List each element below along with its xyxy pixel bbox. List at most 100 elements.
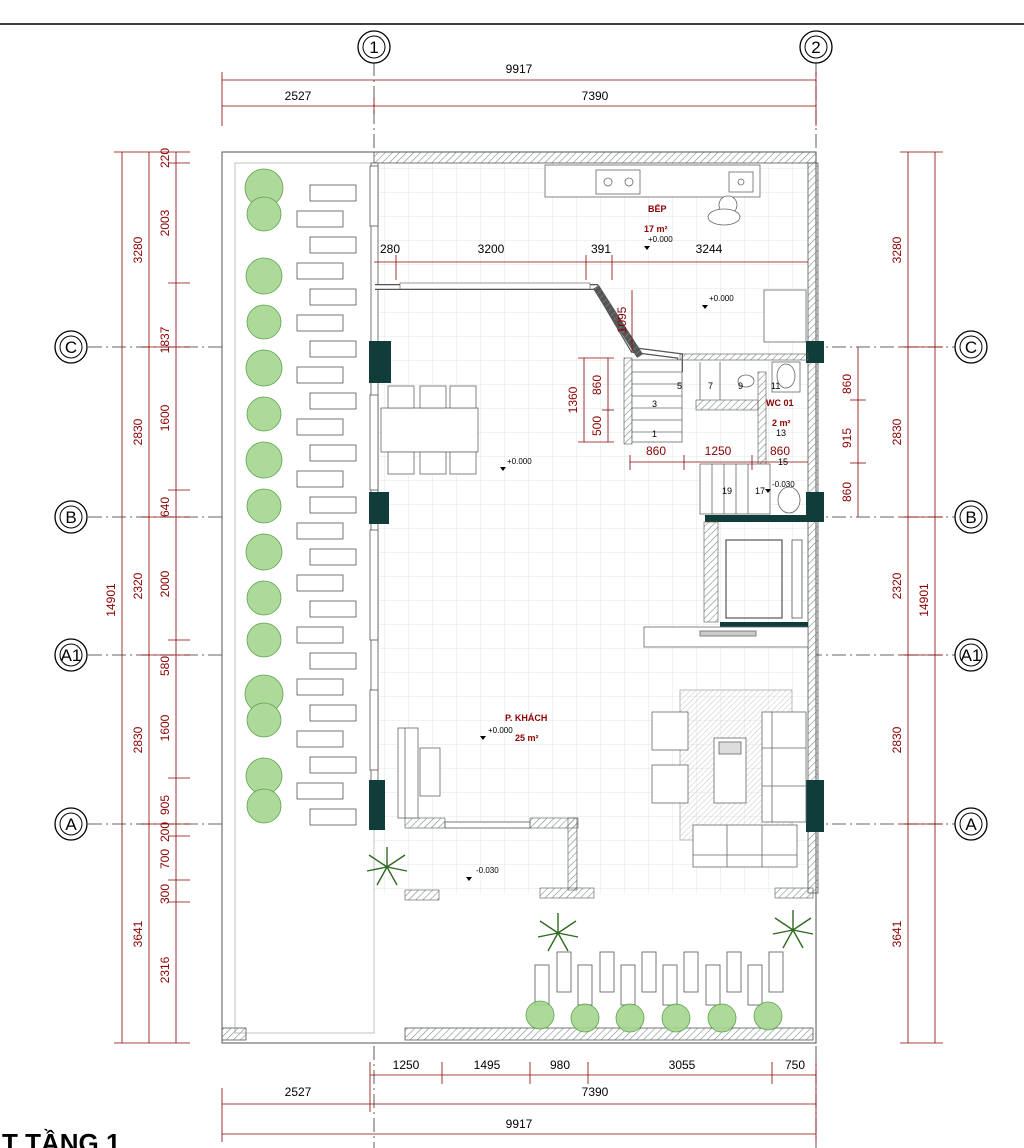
side-garden bbox=[244, 168, 357, 826]
axis-bubble-c-right: C bbox=[954, 330, 988, 364]
axis-label-b-right: B bbox=[965, 508, 976, 527]
axis-label-2: 2 bbox=[811, 38, 820, 57]
dim-left-outer-4: 2830 bbox=[131, 726, 145, 753]
level-porch: -0.030 bbox=[476, 866, 499, 875]
dim-top-left: 2527 bbox=[285, 89, 312, 103]
axis-label-1: 1 bbox=[369, 38, 378, 57]
dim-stair-v-3: 500 bbox=[590, 416, 604, 436]
dim-left-inner-9: 905 bbox=[158, 795, 172, 815]
dim-bottom-right: 7390 bbox=[582, 1085, 609, 1099]
dim-right-inner-2: 915 bbox=[840, 428, 854, 448]
level-wc: -0.030 bbox=[772, 480, 795, 489]
dim-left-inner-2: 2003 bbox=[158, 209, 172, 236]
dim-bottom-chain-3: 980 bbox=[550, 1058, 570, 1072]
stair-step-3: 3 bbox=[652, 399, 657, 409]
dim-stair-h-3: 860 bbox=[770, 444, 790, 458]
dim-left-inner-12: 300 bbox=[158, 884, 172, 904]
front-garden bbox=[366, 847, 814, 1033]
dim-kitchen-1: 280 bbox=[380, 242, 400, 256]
dim-bottom-chain-2: 1495 bbox=[474, 1058, 501, 1072]
dim-left-inner-5: 640 bbox=[158, 497, 172, 517]
dim-bottom-chain-4: 3055 bbox=[669, 1058, 696, 1072]
stair-step-9: 9 bbox=[738, 381, 743, 391]
axis-bubble-b-left: B bbox=[54, 500, 88, 534]
dim-stair-h-1: 860 bbox=[646, 444, 666, 458]
axis-bubble-c-left: C bbox=[54, 330, 88, 364]
axis-bubble-a-right: A bbox=[954, 807, 988, 841]
dim-left-inner-13: 2316 bbox=[158, 956, 172, 983]
dim-bottom-chain-1: 1250 bbox=[393, 1058, 420, 1072]
room-kitchen-name: BẾP bbox=[648, 204, 667, 214]
dim-stair-v-2: 860 bbox=[590, 375, 604, 395]
dim-stair-h-2: 1250 bbox=[705, 444, 732, 458]
dim-kitchen-4: 3244 bbox=[696, 242, 723, 256]
dim-left-inner-11: 700 bbox=[158, 849, 172, 869]
axis-bubble-a1-left: A1 bbox=[54, 638, 88, 672]
axis-label-a1-left: A1 bbox=[61, 646, 82, 665]
room-labels: BẾP 17 m² +0.000 +0.000 +0.000 WC 01 2 m… bbox=[476, 204, 795, 875]
dim-kitchen-3: 391 bbox=[591, 242, 611, 256]
dim-right-inner-1: 860 bbox=[840, 374, 854, 394]
axis-bubble-a1-right: A1 bbox=[954, 638, 988, 672]
dim-top-right: 7390 bbox=[582, 89, 609, 103]
dim-right-outer-3: 2320 bbox=[890, 572, 904, 599]
stair-step-5: 5 bbox=[677, 381, 682, 391]
dim-kitchen-2: 3200 bbox=[478, 242, 505, 256]
dim-right-outer-5: 3641 bbox=[890, 920, 904, 947]
furniture bbox=[380, 164, 809, 868]
axis-bubble-a-left: A bbox=[54, 807, 88, 841]
level-kitchen: +0.000 bbox=[648, 235, 673, 244]
cooktop bbox=[595, 169, 641, 195]
dim-right-outer-4: 2830 bbox=[890, 726, 904, 753]
dim-left-total: 14901 bbox=[104, 583, 118, 617]
stair-step-15: 15 bbox=[778, 457, 788, 467]
stair-step-11: 11 bbox=[771, 381, 780, 391]
stair-step-1: 1 bbox=[652, 429, 657, 439]
dim-right-total: 14901 bbox=[917, 583, 931, 617]
dim-left-outer-2: 2830 bbox=[131, 418, 145, 445]
level-hall: +0.000 bbox=[709, 294, 734, 303]
room-wc-name: WC 01 bbox=[766, 398, 794, 408]
stair-numbers: 1 3 5 7 9 11 13 15 17 19 bbox=[652, 381, 788, 496]
dim-kitchen-vertical: 1095 bbox=[615, 306, 629, 333]
dimension-lines bbox=[114, 72, 943, 1142]
level-dining: +0.000 bbox=[507, 457, 532, 466]
axis-bubble-b-right: B bbox=[954, 500, 988, 534]
axis-label-a-right: A bbox=[965, 815, 977, 834]
dim-left-inner-8: 1600 bbox=[158, 714, 172, 741]
dim-bottom-chain-5: 750 bbox=[785, 1058, 805, 1072]
dim-stair-v-1: 1360 bbox=[566, 386, 580, 413]
dimension-text: 9917 2527 7390 1250 1495 980 3055 750 25… bbox=[104, 62, 931, 1131]
dim-left-inner-6: 2000 bbox=[158, 570, 172, 597]
dim-left-inner-1: 220 bbox=[158, 148, 172, 168]
room-living-name: P. KHÁCH bbox=[505, 713, 547, 723]
dim-left-outer-1: 3280 bbox=[131, 236, 145, 263]
dim-left-inner-3: 1837 bbox=[158, 326, 172, 353]
level-living: +0.000 bbox=[488, 726, 513, 735]
stair-step-13: 13 bbox=[776, 428, 786, 438]
dim-left-inner-10: 200 bbox=[158, 822, 172, 842]
room-living-area: 25 m² bbox=[515, 733, 539, 743]
axis-label-a1-right: A1 bbox=[961, 646, 982, 665]
dim-left-inner-4: 1600 bbox=[158, 404, 172, 431]
dim-left-inner-7: 580 bbox=[158, 656, 172, 676]
dim-left-outer-3: 2320 bbox=[131, 572, 145, 599]
room-kitchen-area: 17 m² bbox=[644, 224, 668, 234]
stair-step-7: 7 bbox=[708, 381, 713, 391]
axis-label-b-left: B bbox=[65, 508, 76, 527]
dim-right-outer-2: 2830 bbox=[890, 418, 904, 445]
axis-label-c-left: C bbox=[65, 338, 77, 357]
axis-bubble-1: 1 bbox=[357, 30, 391, 64]
axis-label-a-left: A bbox=[65, 815, 77, 834]
drawing-title: T TẦNG 1 bbox=[2, 1128, 120, 1148]
stair-step-17: 17 bbox=[755, 486, 765, 496]
dim-top-total: 9917 bbox=[506, 62, 533, 76]
level-markers bbox=[466, 246, 771, 881]
dim-bottom-left: 2527 bbox=[285, 1085, 312, 1099]
axis-bubble-2: 2 bbox=[799, 30, 833, 64]
dim-bottom-total: 9917 bbox=[506, 1117, 533, 1131]
dim-left-outer-5: 3641 bbox=[131, 920, 145, 947]
dim-right-inner-3: 860 bbox=[840, 482, 854, 502]
dim-right-outer-1: 3280 bbox=[890, 236, 904, 263]
